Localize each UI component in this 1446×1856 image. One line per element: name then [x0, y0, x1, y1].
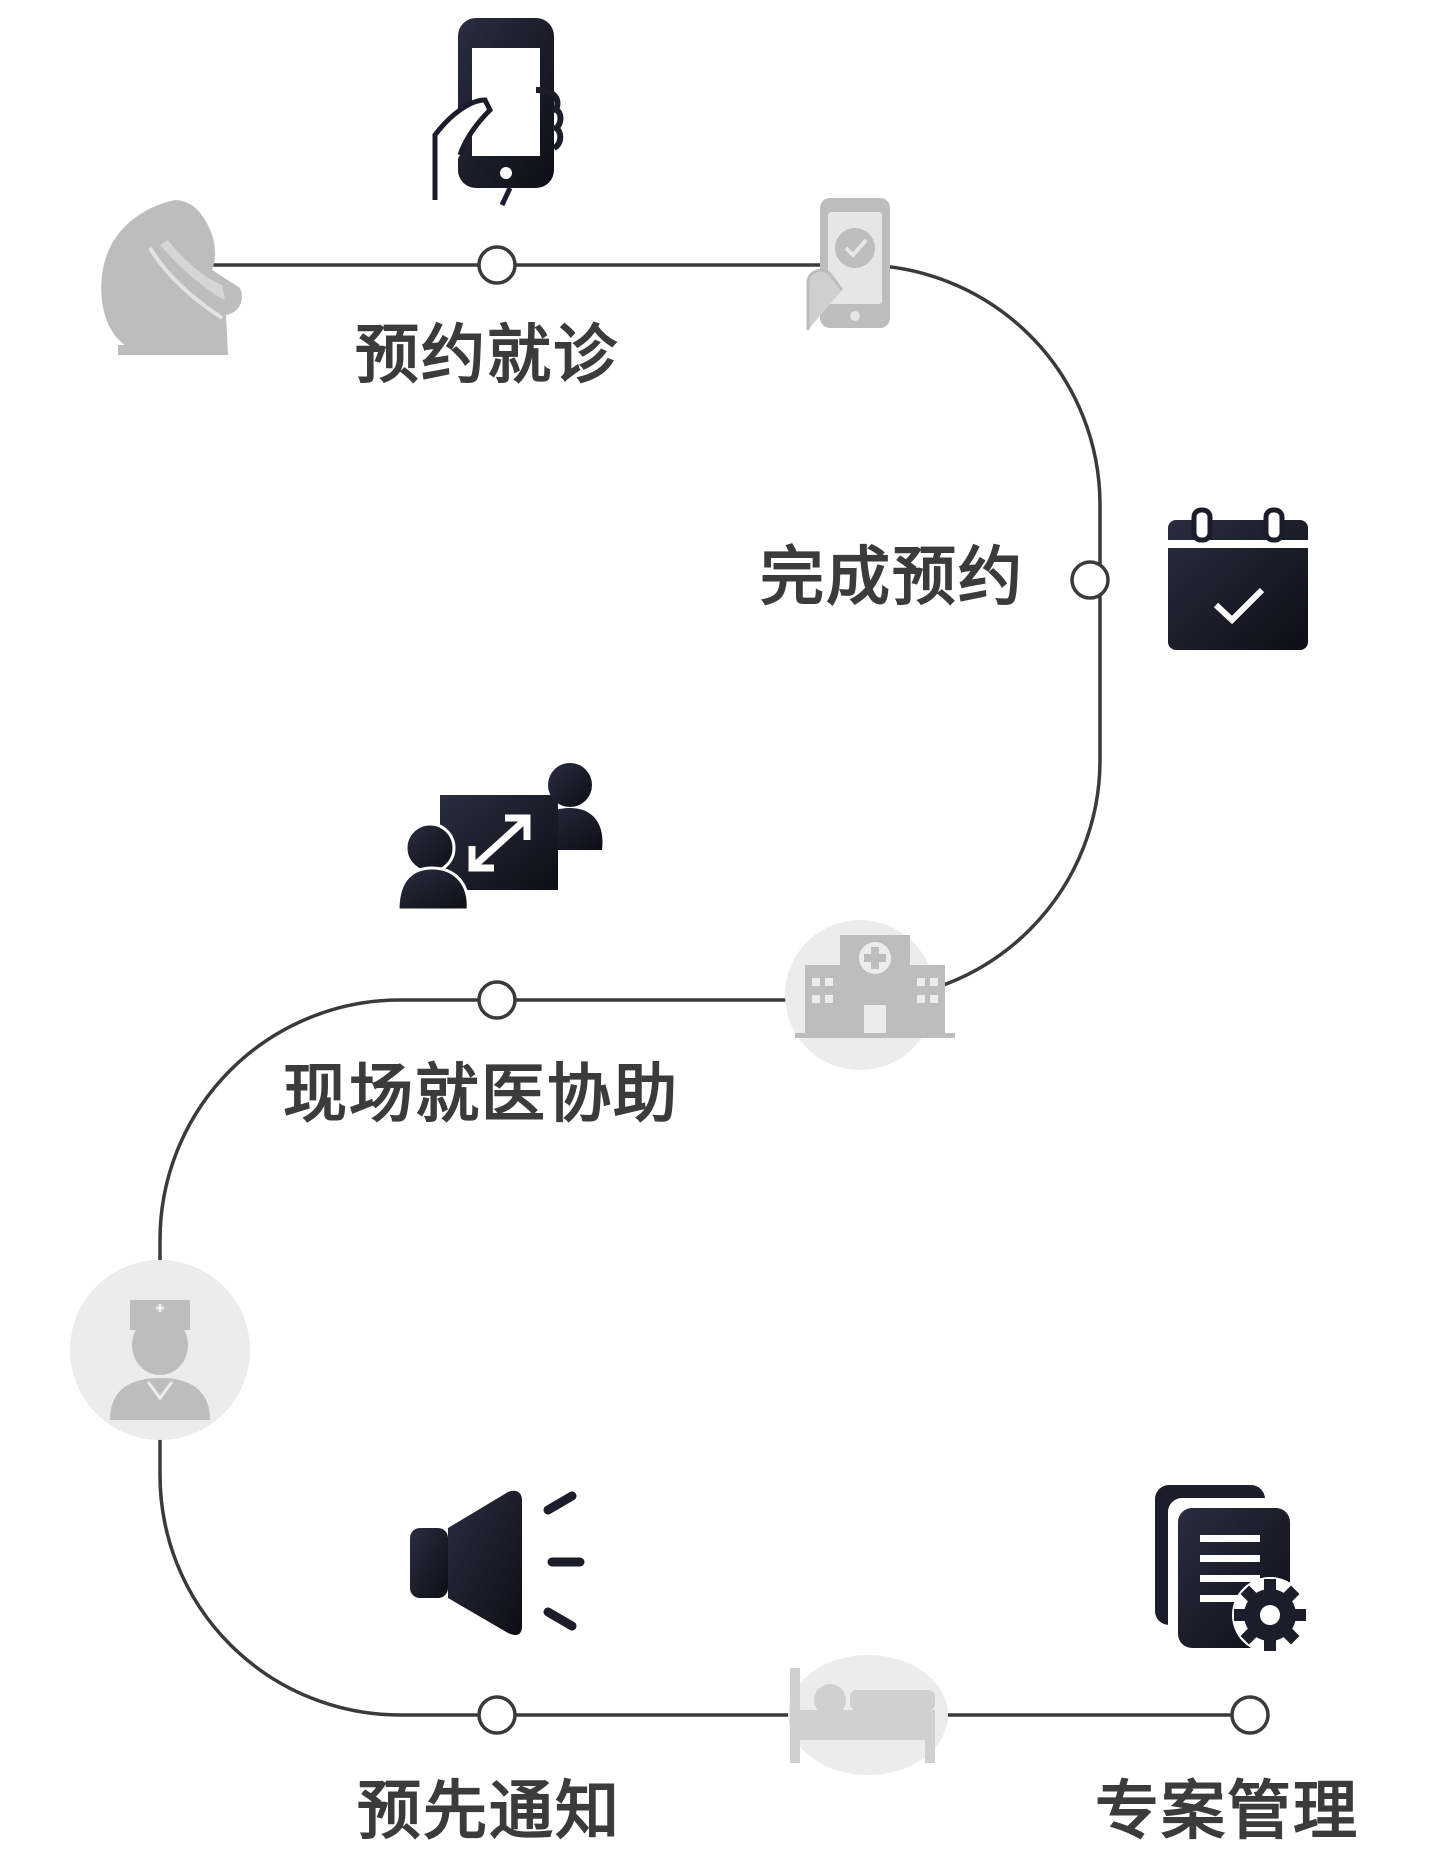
speaker-icon [410, 1490, 585, 1636]
hospital-icon [785, 920, 955, 1070]
step-label-appointment: 预约就诊 [355, 319, 619, 393]
node-booking-complete [1070, 560, 1110, 600]
hospital-bed-icon [788, 1655, 948, 1775]
timeline-path [158, 263, 1250, 1717]
node-case-management [1230, 1695, 1270, 1735]
masked-person-icon [101, 200, 242, 355]
nurse-icon [70, 1260, 250, 1440]
node-onsite-assist [477, 980, 517, 1020]
step-label-booking-complete: 完成预约 [760, 541, 1024, 615]
node-advance-notice [477, 1695, 517, 1735]
step-label-advance-notice: 预先通知 [357, 1775, 621, 1849]
phone-hand-icon [432, 18, 564, 207]
documents-gear-icon [1155, 1485, 1308, 1653]
node-appointment [477, 245, 517, 285]
phone-check-icon [806, 198, 890, 330]
step-label-case-management: 专案管理 [1095, 1775, 1359, 1849]
step-label-onsite-assist: 现场就医协助 [283, 1058, 679, 1132]
calendar-check-icon [1168, 507, 1308, 650]
people-exchange-icon [396, 763, 603, 912]
